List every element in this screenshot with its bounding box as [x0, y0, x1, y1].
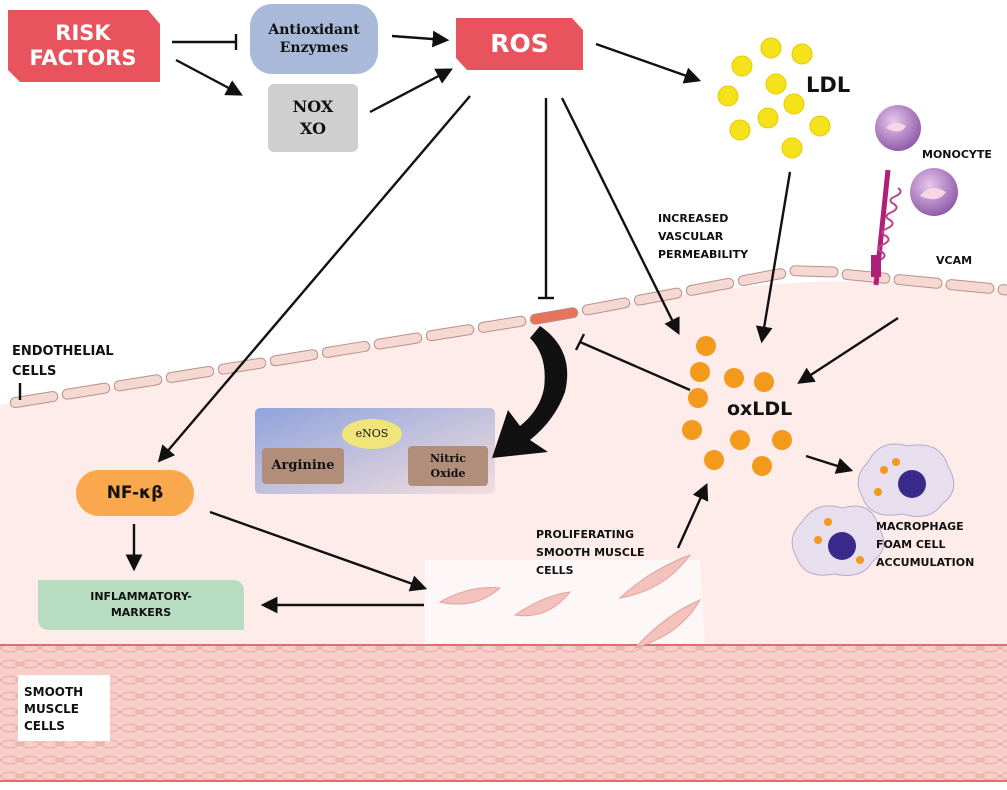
vcam-label: VCAM	[936, 254, 973, 267]
monocyte-label: MONOCYTE	[922, 148, 992, 161]
nf-kb-label: NF-κβ	[106, 483, 164, 503]
nf-kb-box	[76, 470, 194, 516]
nitric-oxide-label: Nitric Oxide	[430, 452, 466, 480]
oxldl-to-macrophage	[805, 454, 854, 474]
arginine-label: Arginine	[271, 458, 335, 473]
increased-vascular-permeability-label: INCREASED VASCULAR PERMEABILITY	[658, 212, 749, 261]
enos-label: eNOS	[355, 427, 389, 440]
arrows	[18, 30, 899, 614]
endothelial-cells-label: ENDOTHELIAL CELLS	[12, 344, 114, 379]
ldl-particles	[717, 37, 831, 159]
macrophage-label: MACROPHAGE FOAM CELL ACCUMULATION	[876, 520, 975, 569]
monocyte-to-oxldl	[797, 316, 899, 384]
nfkb-to-smc	[209, 510, 428, 592]
antioxidant-enzymes-label: Antioxidant Enzymes	[268, 22, 360, 56]
nox-xo-box	[268, 84, 358, 152]
ros-label: ROS	[490, 29, 549, 58]
arginine-box	[262, 448, 344, 484]
ros-to-ldl	[595, 42, 702, 84]
nox-to-ros	[369, 68, 453, 114]
macrophage-icon	[791, 443, 955, 576]
risk-factors-label: RISK FACTORS	[29, 21, 137, 70]
smooth-muscle-band	[0, 645, 1007, 780]
proliferating-smc-label: PROLIFERATING SMOOTH MUSCLE CELLS	[536, 528, 645, 577]
ldl-to-oxldl	[755, 171, 792, 344]
smc-to-oxldl	[676, 482, 709, 549]
smooth-muscle-cells-label: SMOOTH MUSCLE CELLS	[24, 685, 84, 733]
inflammatory-markers-box	[38, 580, 244, 630]
vcam-icon	[871, 169, 902, 286]
nitric-oxide-box	[408, 446, 488, 486]
enos-curved-arrow	[492, 326, 568, 458]
antioxidant-to-ros	[391, 30, 450, 48]
monocyte-icon	[875, 105, 958, 216]
ros-to-oxldl	[560, 97, 680, 336]
vessel-wall-tissue	[0, 280, 1007, 650]
ros-box	[456, 18, 583, 70]
ldl-label: LDL	[806, 73, 851, 97]
endothelial-layer	[9, 265, 1007, 409]
inflammatory-markers-label: INFLAMMATORY- MARKERS	[90, 590, 192, 619]
oxldl-inhibits-endothelium	[579, 340, 691, 392]
oxldl-label: oxLDL	[727, 398, 793, 420]
risk-to-nox	[175, 58, 243, 96]
antioxidant-enzymes-box	[250, 4, 378, 74]
proliferating-smc-cells	[438, 553, 702, 649]
ros-to-nfkb	[157, 95, 471, 463]
oxldl-particles	[682, 336, 792, 476]
risk-factors-box	[8, 10, 160, 82]
nox-xo-label: NOX XO	[292, 97, 334, 138]
enos-badge	[342, 419, 402, 449]
